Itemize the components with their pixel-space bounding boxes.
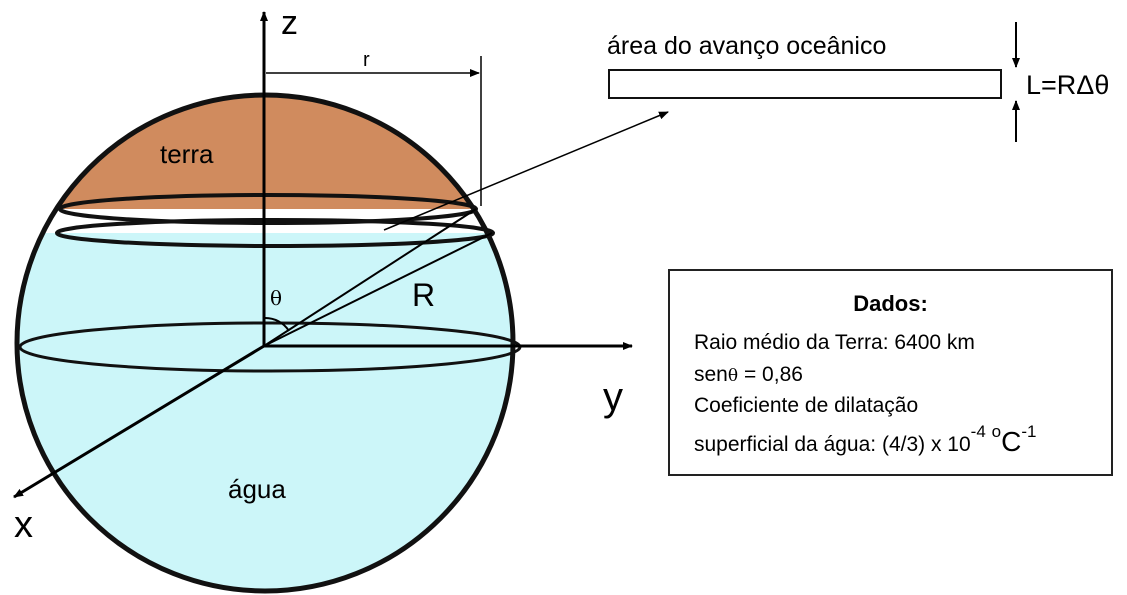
strip-width-formula: L=RΔθ	[1026, 70, 1109, 100]
advance-strip	[608, 69, 1002, 99]
x-axis-label: x	[14, 504, 33, 546]
theta-label: θ	[270, 286, 282, 310]
z-axis-label: z	[281, 4, 298, 42]
water-boundary-ellipse	[55, 218, 495, 248]
terra-label: terra	[160, 139, 214, 169]
agua-label: água	[228, 474, 286, 504]
radius-line-R	[263, 232, 493, 347]
dados-raio: Raio médio da Terra: 6400 km	[694, 331, 975, 354]
strip-title: área do avanço oceânico	[607, 32, 886, 60]
celsius-symbol: C	[1001, 426, 1022, 457]
y-axis-label: y	[603, 375, 623, 419]
dados-title: Dados:	[853, 291, 928, 316]
theta-arc	[263, 316, 290, 332]
dados-coef-line1: Coeficiente de dilatação	[694, 394, 919, 417]
r-label: r	[363, 49, 370, 71]
dados-coef-line2: superficial da água: (4/3) x 10-4 oC-1	[694, 422, 1036, 458]
sen-prefix: sen	[694, 363, 728, 386]
dados-box: Dados: Raio médio da Terra: 6400 km senθ…	[668, 269, 1113, 476]
coef-exponent: -4	[970, 422, 986, 441]
degree-symbol: o	[991, 422, 1002, 441]
celsius-exponent: -1	[1021, 422, 1037, 441]
radius-line-land	[263, 208, 477, 347]
dados-sen: senθ = 0,86	[694, 363, 803, 387]
land-cap	[17, 95, 513, 209]
x-axis	[13, 344, 265, 499]
coef-prefix: superficial da água: (4/3) x 10	[694, 433, 971, 456]
band-pointer-arrow	[383, 111, 669, 231]
R-label: R	[412, 277, 435, 313]
sen-theta: θ	[727, 366, 739, 386]
sen-value: = 0,86	[743, 363, 803, 386]
